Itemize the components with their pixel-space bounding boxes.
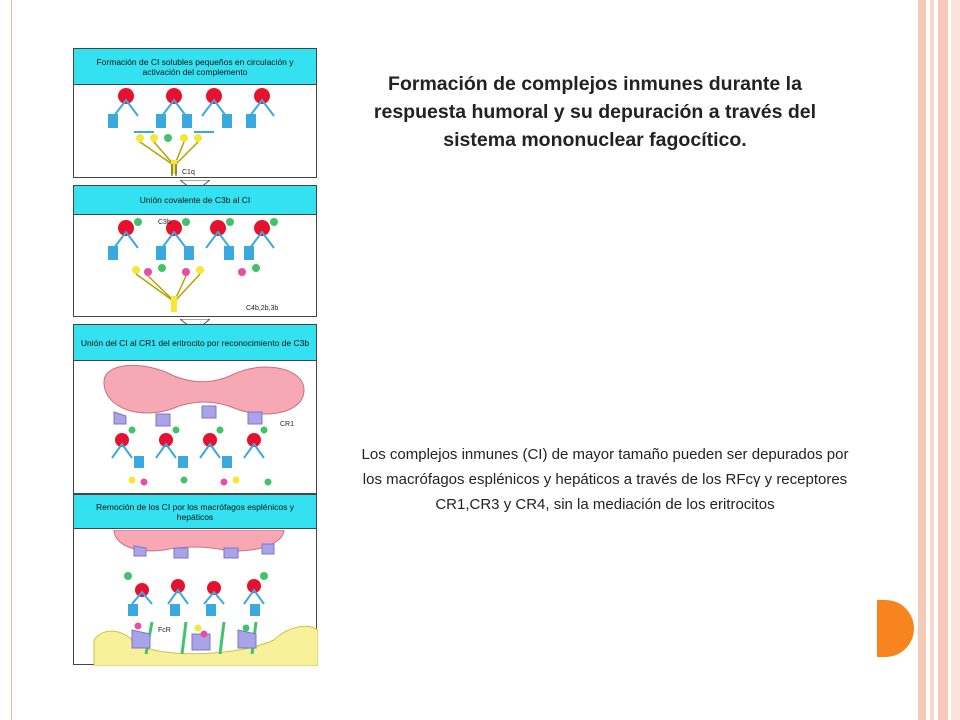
erythrocyte (103, 364, 305, 415)
panel-4: Remoción de los CI por los macrófagos es… (73, 494, 318, 666)
panel-3: Unión del CI al CR1 del eritrocito por r… (73, 324, 317, 494)
antigen-antibody-lattice (124, 572, 268, 638)
label-fcr: FcR (158, 627, 171, 634)
panel-1: Formación de CI solubles pequeños en cir… (73, 48, 317, 178)
label-cr1: CR1 (280, 421, 294, 428)
panel-heading: Formación de CI solubles pequeños en cir… (74, 49, 316, 85)
decorative-stripe (938, 0, 948, 720)
slide-description: Los complejos inmunes (CI) de mayor tama… (361, 446, 849, 513)
macrophage (93, 625, 318, 666)
immune-complex-figure: Formación de CI solubles pequeños en cir… (73, 48, 318, 666)
decorative-stripe (951, 0, 960, 720)
cr1-receptors (133, 543, 275, 559)
orange-tab-shape (877, 600, 914, 657)
panel-heading: Remoción de los CI por los macrófagos es… (74, 495, 316, 529)
macrophage-removal-diagram: FcR (93, 530, 318, 666)
immune-complex-diagram: C1q (108, 88, 275, 176)
panel-2: Unión covalente de C3b al CI (73, 185, 317, 317)
c3b-binding-diagram: C3b C4b,2b,3b (108, 218, 278, 312)
antigen-antibody-lattice (108, 218, 278, 312)
slide-title: Formación de complejos inmunes durante l… (373, 73, 817, 151)
label-c4b-2b-3b: C4b,2b,3b (246, 305, 278, 312)
panel-heading: Unión del CI al CR1 del eritrocito por r… (74, 325, 316, 361)
erythrocyte-binding-diagram: CR1 (103, 364, 305, 486)
decorative-stripe (918, 0, 926, 720)
receptor-cups (131, 629, 257, 651)
decorative-stripe (930, 0, 934, 720)
antigen-antibody-lattice (108, 88, 275, 176)
cr1-receptors (113, 405, 263, 427)
slide-border-left (0, 0, 12, 720)
label-c3b: C3b (158, 219, 171, 226)
antigen-antibody-lattice (111, 426, 272, 486)
panel-heading: Unión covalente de C3b al CI (74, 186, 316, 215)
label-c1q: C1q (182, 169, 195, 176)
